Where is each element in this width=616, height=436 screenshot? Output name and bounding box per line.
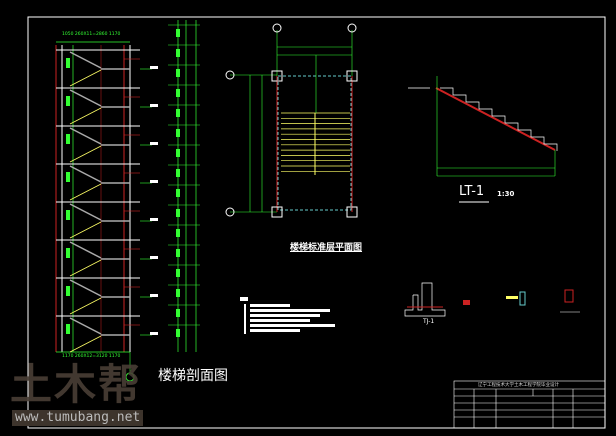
- axis-bubble: [272, 23, 282, 33]
- dimension-text: [66, 210, 70, 220]
- stair-flight: [69, 69, 102, 87]
- dimension-text: [66, 324, 70, 334]
- axis-bubble: [225, 70, 235, 80]
- level-text: [150, 256, 158, 259]
- section-mark: [463, 300, 470, 305]
- stair-flight: [69, 297, 102, 315]
- top-dimension: 1050 260X11=2860 1170: [62, 32, 121, 37]
- dimension-text: [66, 172, 70, 182]
- beam-section: [519, 291, 526, 306]
- dimension-text: [66, 134, 70, 144]
- stair-flight: [69, 183, 102, 201]
- column: [346, 206, 358, 218]
- level-text: [150, 180, 158, 183]
- dimension-text: [176, 189, 180, 197]
- dimension-text: [176, 109, 180, 117]
- dimension-text: [66, 248, 70, 258]
- column: [346, 70, 358, 82]
- detail-title: LT-1: [459, 184, 485, 199]
- dimension-text: [176, 69, 180, 77]
- footing-detail-drawing: [404, 282, 580, 317]
- dimension-text: [176, 289, 180, 297]
- stair-flight: [69, 335, 102, 353]
- level-text: [150, 332, 158, 335]
- stair-plan-drawing: [225, 23, 358, 218]
- dimension-text: [176, 329, 180, 337]
- stair-flight: [69, 89, 102, 107]
- level-text: [150, 66, 158, 69]
- dimension-text: [66, 96, 70, 106]
- stair-slab: [435, 87, 556, 151]
- dimension-text: [176, 249, 180, 257]
- level-text: [150, 294, 158, 297]
- stair-flight: [69, 317, 102, 335]
- column: [271, 70, 283, 82]
- dimension-text: [176, 269, 180, 277]
- dimension-text: [176, 169, 180, 177]
- drawing-frame: [27, 16, 606, 429]
- plan-title: 楼梯标准层平面图: [290, 243, 363, 253]
- axis-bubble: [347, 23, 357, 33]
- dimension-text: [66, 286, 70, 296]
- detail-scale: 1:30: [497, 190, 515, 198]
- stair-flight: [69, 221, 102, 239]
- footing-outline: [404, 282, 446, 317]
- dimension-text: [176, 129, 180, 137]
- section-title: 楼梯剖面图: [158, 368, 228, 384]
- dimension-text: [176, 309, 180, 317]
- title-block-header: 辽宁工程技术大学土木工程学院毕业设计: [478, 383, 559, 388]
- watermark-logo: 土木帮: [10, 360, 143, 409]
- column: [271, 206, 283, 218]
- stair-flight: [69, 107, 102, 125]
- dimension-text: [176, 149, 180, 157]
- stair-flight: [69, 145, 102, 163]
- title-block: [453, 380, 606, 429]
- dimension-text: [176, 49, 180, 57]
- stair-flight: [69, 279, 102, 297]
- level-text: [150, 218, 158, 221]
- beam-annotation: [506, 296, 518, 299]
- stair-flight: [69, 127, 102, 145]
- stair-flight: [69, 241, 102, 259]
- stair-steps: [440, 87, 558, 151]
- bottom-dimension: 1170 260X12=3120 1170: [62, 354, 121, 359]
- dimension-text: [66, 58, 70, 68]
- level-text: [150, 142, 158, 145]
- beam-section: [564, 289, 574, 303]
- stair-flight: [69, 51, 102, 69]
- notes-block: [240, 297, 335, 334]
- dimension-text: [176, 89, 180, 97]
- footing-title: TJ-1: [423, 318, 435, 325]
- watermark-url[interactable]: www.tumubang.net: [12, 410, 144, 426]
- dimension-text: [176, 209, 180, 217]
- stair-section-drawing: [55, 20, 200, 382]
- lt1-detail-drawing: [408, 76, 558, 203]
- dimension-text: [176, 29, 180, 37]
- level-text: [150, 104, 158, 107]
- wall-outline: [277, 75, 352, 211]
- stair-flight: [69, 259, 102, 277]
- stair-flight: [69, 165, 102, 183]
- stair-flight: [69, 203, 102, 221]
- axis-bubble: [225, 207, 235, 217]
- dimension-text: [176, 229, 180, 237]
